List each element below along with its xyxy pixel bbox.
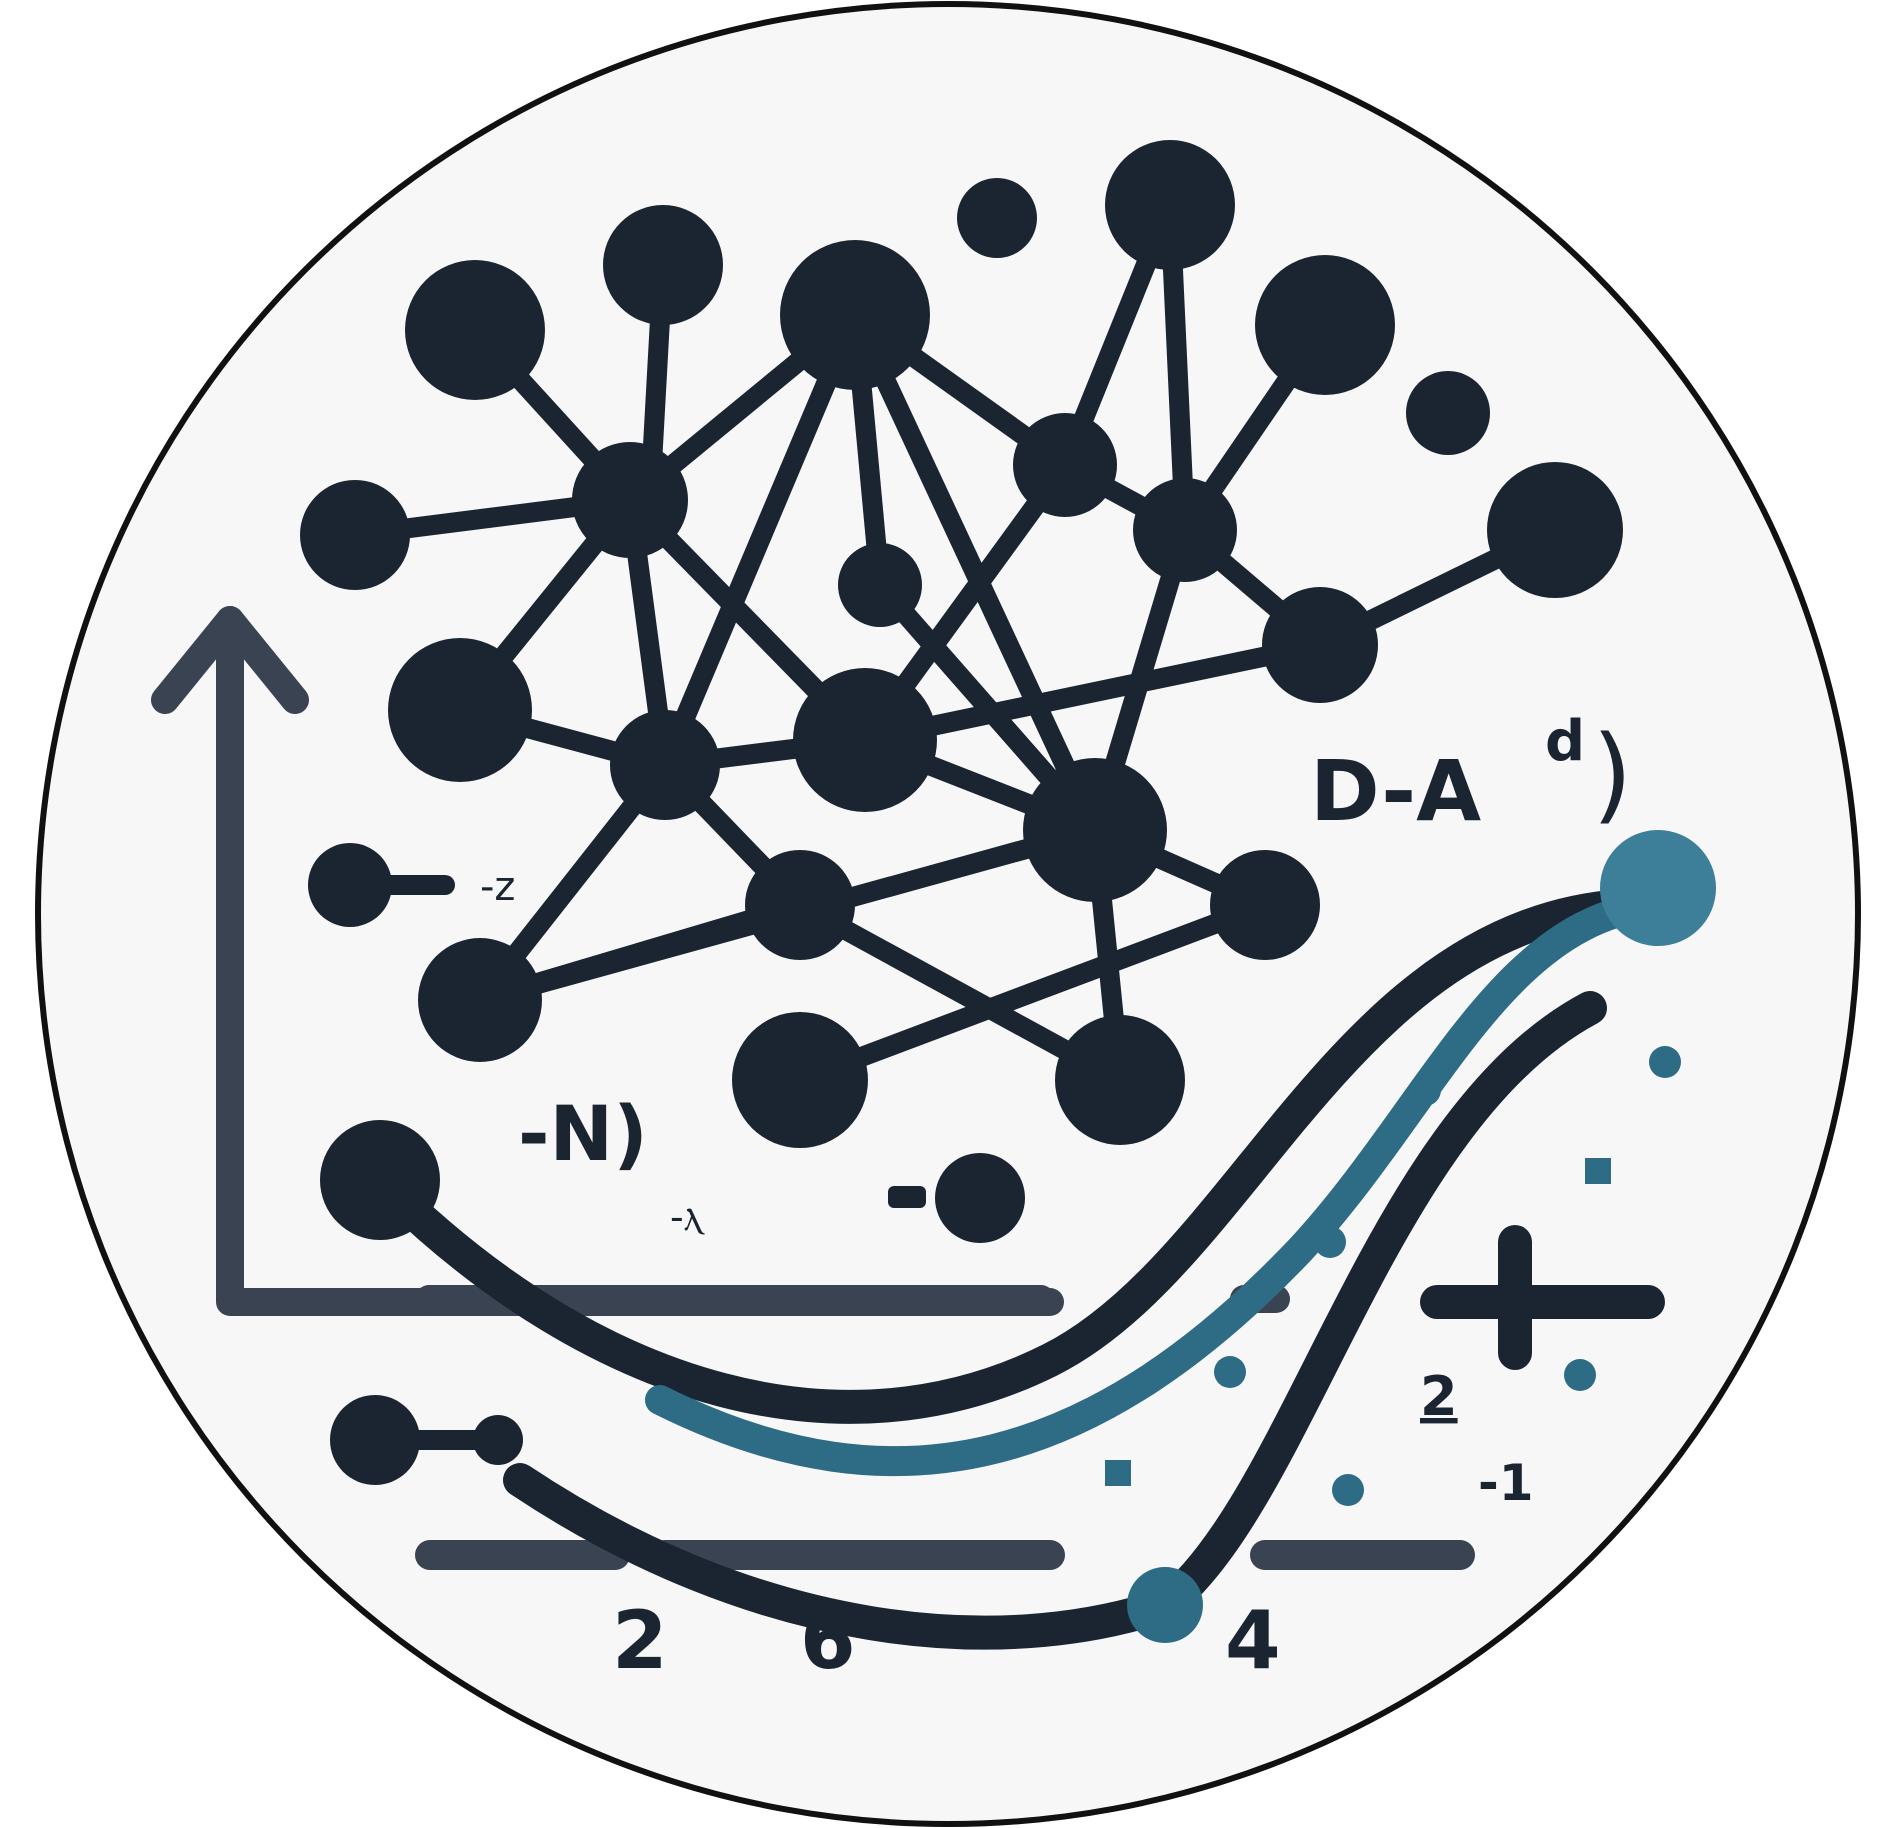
graph-node	[603, 205, 723, 325]
graph-node	[793, 668, 937, 812]
graph-node	[418, 938, 542, 1062]
graph-node	[1487, 462, 1623, 598]
graph-node	[1023, 758, 1167, 902]
formula-text: D-A	[1310, 742, 1481, 840]
graph-node	[1210, 850, 1320, 960]
tick-label: 2	[612, 1594, 668, 1687]
graph-node	[780, 240, 930, 390]
neg-one-label: -1	[1478, 1454, 1534, 1512]
neg-z-label: -z	[480, 864, 515, 910]
graph-node	[1055, 1015, 1185, 1145]
graph-node	[1406, 371, 1490, 455]
graph-node	[957, 178, 1037, 258]
tick-label: 6	[800, 1594, 856, 1687]
graph-node	[405, 260, 545, 400]
minus-dash	[888, 1186, 926, 1208]
graph-node	[1262, 587, 1378, 703]
graph-node	[610, 710, 720, 820]
graph-node	[935, 1153, 1025, 1243]
two-bar-label: 2	[1420, 1365, 1458, 1428]
graph-node	[388, 638, 532, 782]
graph-node	[1105, 140, 1235, 270]
graph-node	[745, 850, 855, 960]
graph-node	[1013, 413, 1117, 517]
graph-node	[732, 1012, 868, 1148]
tick-label: 4	[1225, 1594, 1281, 1687]
neg-n-subscript: -ⲗ	[670, 1195, 705, 1239]
graph-node	[300, 480, 410, 590]
graph-node	[1133, 478, 1237, 582]
graph-node	[1255, 255, 1395, 395]
graph-node	[838, 543, 922, 627]
graph-node	[308, 843, 392, 927]
graph-node	[572, 442, 688, 558]
formula-superscript: d	[1545, 709, 1585, 774]
neg-n-label: -N)	[518, 1089, 648, 1178]
formula-paren: )	[1592, 713, 1633, 835]
